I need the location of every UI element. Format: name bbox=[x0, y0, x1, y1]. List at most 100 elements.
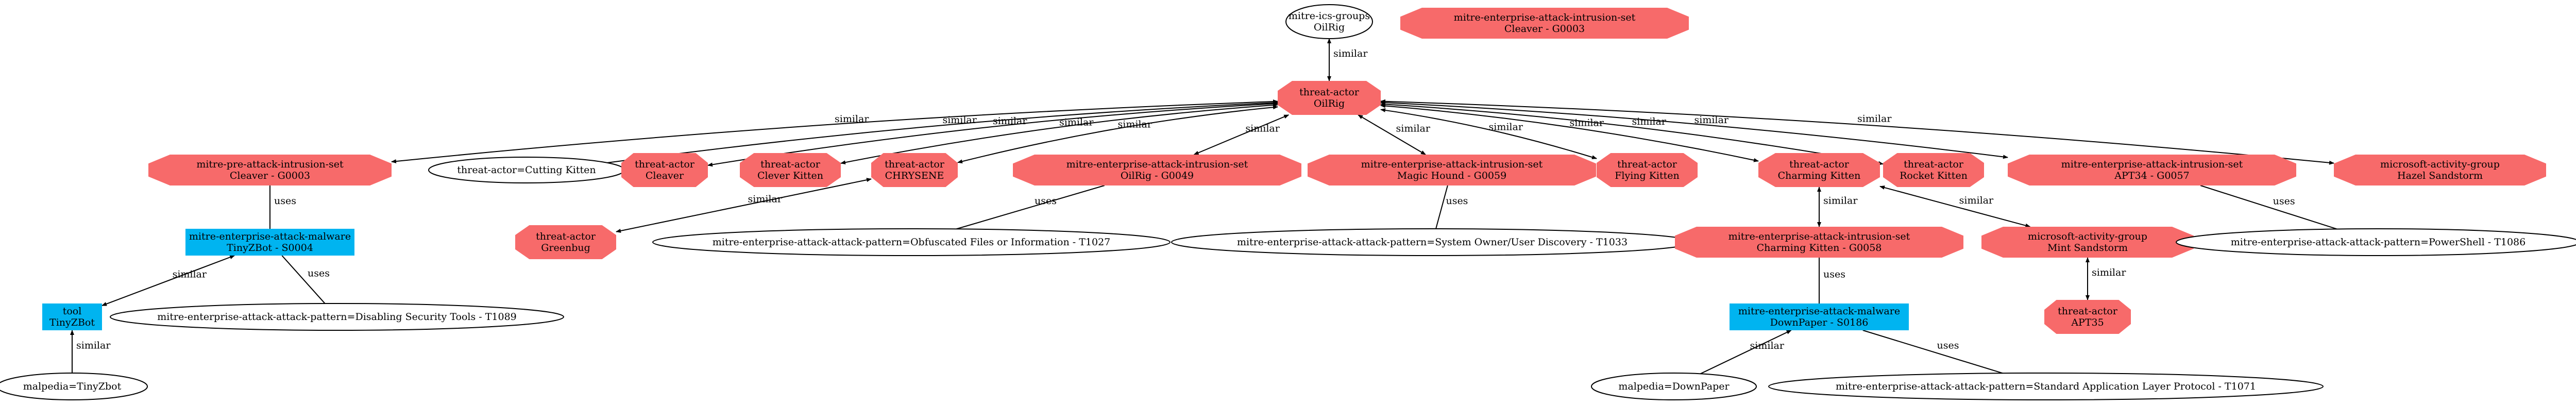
node-charming-set[interactable]: mitre-enterprise-attack-intrusion-setCha… bbox=[1675, 227, 1963, 258]
edge-pre_cleaver-to-tinyzbot_malware: uses bbox=[269, 185, 296, 229]
node-name-label: Charming Kitten - G0058 bbox=[1757, 242, 1882, 254]
node-type-label: mitre-enterprise-attack-attack-pattern=S… bbox=[1237, 237, 1628, 248]
edge-ta_oilrig-to-magic_hound: similar bbox=[1358, 114, 1431, 155]
node-name-label: APT35 bbox=[2071, 317, 2104, 328]
node-type-label: malpedia=TinyZbot bbox=[23, 381, 122, 392]
edge-line bbox=[1700, 330, 1792, 375]
node-oilrig-set[interactable]: mitre-enterprise-attack-intrusion-setOil… bbox=[1013, 155, 1301, 185]
box-node-shape bbox=[42, 303, 102, 330]
edge-label-uses: uses bbox=[274, 195, 296, 207]
edge-label-similar: similar bbox=[1245, 123, 1280, 134]
octagon-node-shape bbox=[148, 155, 392, 185]
node-type-label: mitre-enterprise-attack-attack-pattern=O… bbox=[713, 237, 1111, 248]
node-sys-owner[interactable]: mitre-enterprise-attack-attack-pattern=S… bbox=[1171, 228, 1693, 256]
node-name-label: Rocket Kitten bbox=[1900, 170, 1968, 181]
octagon-node-shape bbox=[621, 153, 708, 187]
node-name-label: Charming Kitten bbox=[1778, 170, 1861, 181]
octagon-node-shape bbox=[1758, 153, 1880, 187]
node-downpaper[interactable]: mitre-enterprise-attack-malwareDownPaper… bbox=[1730, 303, 1909, 330]
node-type-label: mitre-enterprise-attack-attack-pattern=D… bbox=[157, 311, 517, 323]
edge-ta_oilrig-to-hazel_sandstorm: similar bbox=[1380, 99, 2334, 165]
edge-mint_sandstorm-to-ta_apt35: similar bbox=[2086, 257, 2126, 300]
edge-label-similar: similar bbox=[835, 113, 869, 125]
edge-line bbox=[956, 185, 1105, 230]
edge-label-similar: similar bbox=[748, 194, 783, 205]
ellipse-node-shape bbox=[0, 373, 148, 400]
node-name-label: Flying Kitten bbox=[1615, 170, 1680, 181]
edge-label-similar: similar bbox=[1750, 340, 1785, 351]
octagon-node-shape bbox=[1308, 155, 1596, 185]
node-malpedia-tinyzbot[interactable]: malpedia=TinyZbot bbox=[0, 373, 148, 400]
edge-ta_charming_kitten-to-mint_sandstorm: similar bbox=[1879, 185, 2031, 228]
edge-label-similar: similar bbox=[993, 115, 1027, 127]
edge-label-similar: similar bbox=[173, 269, 207, 280]
node-name-label: Cleaver - G0003 bbox=[1504, 23, 1585, 35]
node-type-label: threat-actor bbox=[760, 159, 821, 170]
node-disabling-tools[interactable]: mitre-enterprise-attack-attack-pattern=D… bbox=[110, 303, 564, 331]
edge-tinyzbot_malware-to-tool_tinyzbot: similar bbox=[101, 255, 235, 307]
edge-label-similar: similar bbox=[1396, 123, 1431, 134]
node-type-label: threat-actor bbox=[1789, 159, 1850, 170]
edge-ta_charming_kitten-to-charming_set: similar bbox=[1817, 187, 1858, 227]
node-powershell[interactable]: mitre-enterprise-attack-attack-pattern=P… bbox=[2176, 228, 2576, 256]
node-type-label: mitre-enterprise-attack-intrusion-set bbox=[2061, 159, 2243, 170]
node-type-label: threat-actor=Cutting Kitten bbox=[457, 164, 596, 176]
edge-label-similar: similar bbox=[1333, 48, 1368, 59]
octagon-node-shape bbox=[1013, 155, 1301, 185]
edge-oilrig_set-to-obfuscated: uses bbox=[956, 185, 1105, 230]
ellipse-node-shape bbox=[1285, 4, 1373, 39]
edge-magic_hound-to-sys_owner: uses bbox=[1435, 185, 1468, 229]
node-apt34-set[interactable]: mitre-enterprise-attack-intrusion-setAPT… bbox=[2008, 155, 2296, 185]
node-type-label: microsoft-activity-group bbox=[2028, 231, 2147, 242]
edge-ics_oilrig-to-ta_oilrig: similar bbox=[1327, 38, 1368, 81]
edge-label-uses: uses bbox=[1035, 195, 1057, 207]
box-node-shape bbox=[1730, 303, 1909, 330]
node-cleaver-set-top[interactable]: mitre-enterprise-attack-intrusion-setCle… bbox=[1400, 8, 1689, 39]
edge-downpaper-to-malpedia_downpaper: similar bbox=[1700, 330, 1792, 375]
node-name-label: Greenbug bbox=[541, 242, 590, 254]
node-std-app-layer[interactable]: mitre-enterprise-attack-attack-pattern=S… bbox=[1768, 373, 2324, 400]
node-type-label: mitre-enterprise-attack-attack-pattern=P… bbox=[2231, 237, 2526, 248]
node-cutting-kitten[interactable]: threat-actor=Cutting Kitten bbox=[428, 157, 625, 183]
node-name-label: TinyZBot - S0004 bbox=[227, 242, 313, 254]
edge-line bbox=[101, 255, 235, 307]
edge-line bbox=[1358, 114, 1426, 155]
node-name-label: Mint Sandstorm bbox=[2047, 242, 2128, 254]
node-obfuscated[interactable]: mitre-enterprise-attack-attack-pattern=O… bbox=[652, 228, 1171, 256]
edge-line bbox=[1879, 185, 2031, 228]
ellipse-node-shape bbox=[1768, 373, 2324, 400]
node-type-label: tool bbox=[63, 306, 82, 317]
node-name-label: DownPaper - S0186 bbox=[1770, 317, 1869, 328]
node-malpedia-downpaper[interactable]: malpedia=DownPaper bbox=[1591, 373, 1757, 400]
edge-label-similar: similar bbox=[1959, 195, 1994, 206]
node-type-label: mitre-pre-attack-intrusion-set bbox=[196, 159, 344, 170]
edge-label-similar: similar bbox=[1857, 113, 1892, 124]
octagon-node-shape bbox=[1400, 8, 1689, 39]
node-name-label: Cleaver bbox=[646, 170, 684, 181]
octagon-node-shape bbox=[871, 153, 958, 187]
node-tinyzbot-malware[interactable]: mitre-enterprise-attack-malwareTinyZBot … bbox=[185, 229, 354, 256]
edge-line bbox=[1862, 330, 2003, 374]
node-type-label: threat-actor bbox=[2058, 306, 2118, 317]
node-name-label: CHRYSENE bbox=[885, 170, 944, 181]
edge-label-uses: uses bbox=[1937, 340, 1959, 351]
edge-label-similar: similar bbox=[2092, 267, 2126, 278]
node-type-label: threat-actor bbox=[1617, 159, 1677, 170]
edge-ta_chrysene-to-ta_greenbug: similar bbox=[616, 178, 872, 233]
node-magic-hound[interactable]: mitre-enterprise-attack-intrusion-setMag… bbox=[1308, 155, 1596, 185]
